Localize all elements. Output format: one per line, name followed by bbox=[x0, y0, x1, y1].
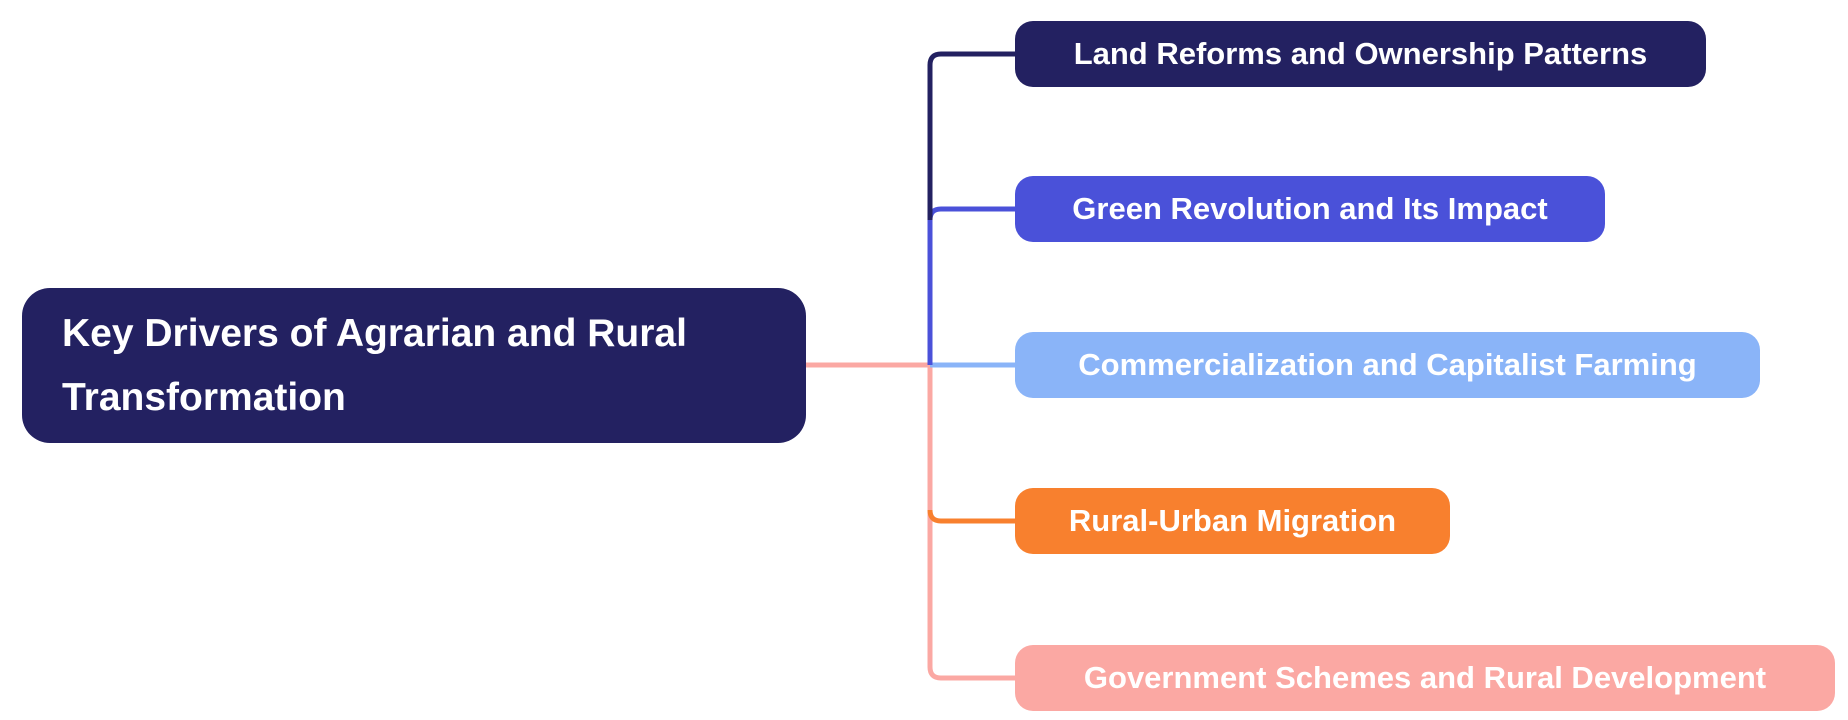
branch-node-label: Land Reforms and Ownership Patterns bbox=[1073, 36, 1648, 71]
branch-node-rural-urban-migration[interactable]: Rural-Urban Migration bbox=[1015, 488, 1450, 554]
branch-node-label: Green Revolution and Its Impact bbox=[1072, 191, 1548, 226]
connector-rural-urban-migration bbox=[927, 509, 1016, 524]
root-label-line-1: Key Drivers of Agrarian and Rural bbox=[62, 311, 687, 355]
branch-node-label: Rural-Urban Migration bbox=[1068, 503, 1397, 538]
root-node-label: Key Drivers of Agrarian and Rural Transf… bbox=[62, 302, 687, 430]
root-node-key-drivers[interactable]: Key Drivers of Agrarian and Rural Transf… bbox=[22, 288, 806, 443]
branch-node-green-revolution[interactable]: Green Revolution and Its Impact bbox=[1015, 176, 1605, 242]
connector-land-reforms bbox=[927, 51, 1016, 220]
connector-government-schemes bbox=[806, 362, 1016, 681]
branch-node-label: Commercialization and Capitalist Farming bbox=[1078, 347, 1697, 382]
branch-node-commercialization[interactable]: Commercialization and Capitalist Farming bbox=[1015, 332, 1760, 398]
root-label-line-2: Transformation bbox=[62, 375, 346, 419]
branch-node-label: Government Schemes and Rural Development bbox=[1083, 660, 1767, 695]
branch-node-government-schemes[interactable]: Government Schemes and Rural Development bbox=[1015, 645, 1835, 711]
branch-node-land-reforms[interactable]: Land Reforms and Ownership Patterns bbox=[1015, 21, 1706, 87]
connector-green-revolution bbox=[927, 206, 1016, 365]
